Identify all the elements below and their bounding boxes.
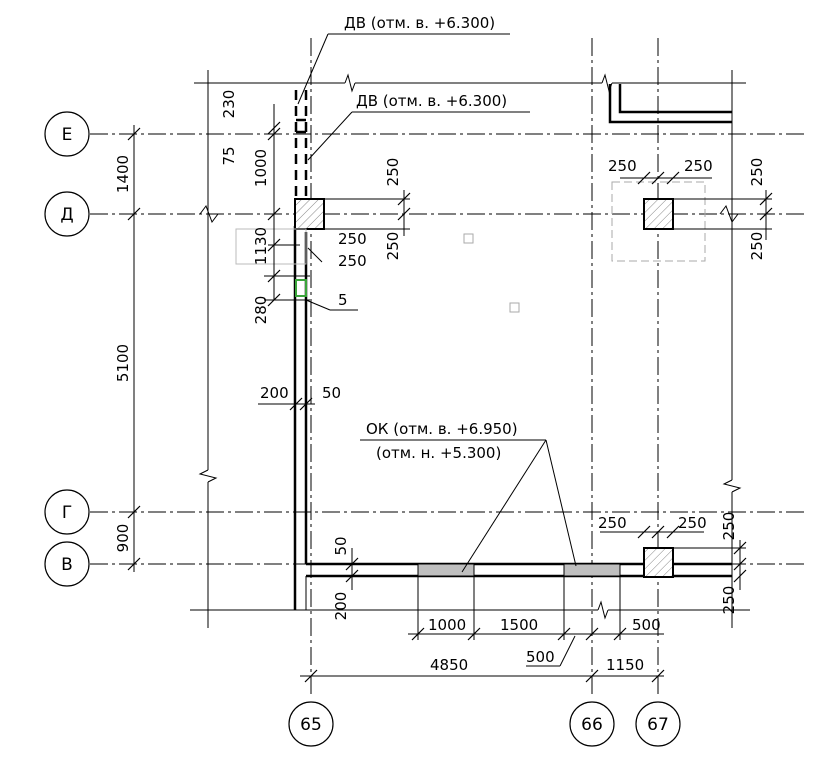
axis-bubble-E bbox=[44, 111, 90, 157]
top-right-wall bbox=[608, 84, 732, 124]
column-65-D bbox=[294, 198, 325, 230]
dim-1130: 1130 bbox=[252, 227, 270, 265]
green-marker bbox=[295, 279, 307, 297]
axis-label-65: 65 bbox=[300, 715, 322, 735]
column-67-D bbox=[643, 198, 674, 230]
bottom-dim-texts: 50 200 1000 1500 500 500 4850 1150 bbox=[332, 536, 661, 674]
dim-250-top-vert: 250 bbox=[384, 158, 402, 187]
dim-230: 230 bbox=[220, 90, 238, 119]
axis-bubbles: Е Д Г В 65 66 67 bbox=[44, 111, 681, 747]
dim-250-bot-vert: 250 bbox=[384, 232, 402, 261]
small-square-2 bbox=[509, 302, 520, 313]
axis-bubble-65 bbox=[288, 701, 334, 747]
axis-bubble-D bbox=[44, 191, 90, 237]
dim-500-leader: 500 bbox=[526, 648, 555, 666]
label-ok-line1: ОК (отм. в. +6.950) bbox=[366, 420, 518, 438]
dim-200-horiz: 200 bbox=[260, 384, 289, 402]
dim-250-67V-vert-2: 250 bbox=[720, 586, 738, 615]
leader-lines bbox=[297, 33, 577, 573]
dim-900: 900 bbox=[114, 524, 132, 553]
dim-5100: 5100 bbox=[114, 344, 132, 382]
dim-250-67V-right: 250 bbox=[678, 514, 707, 532]
dim-280: 280 bbox=[252, 296, 270, 325]
dim-250-67V-vert-1: 250 bbox=[720, 512, 738, 541]
dim-250-67D-right: 250 bbox=[684, 157, 713, 175]
small-square-1 bbox=[463, 233, 474, 244]
dim-1500-bottom: 1500 bbox=[500, 616, 538, 634]
dim-250-right-2: 250 bbox=[338, 252, 367, 270]
dim-250-67V-left: 250 bbox=[598, 514, 627, 532]
left-dim-texts: 1400 5100 900 230 75 1000 1130 280 200 5… bbox=[114, 90, 341, 553]
left-dimension-chain bbox=[127, 104, 315, 572]
dim-50-vert: 50 bbox=[332, 536, 350, 555]
dim-250-67D-left: 250 bbox=[608, 157, 637, 175]
label-dv-top: ДВ (отм. в. +6.300) bbox=[344, 14, 495, 32]
axis-bubble-G bbox=[44, 489, 90, 535]
right-dimension-ticks bbox=[324, 171, 773, 590]
axis-label-V: В bbox=[61, 555, 73, 575]
column-67-D-outline bbox=[611, 181, 706, 262]
dim-1000-bottom: 1000 bbox=[428, 616, 466, 634]
dim-75: 75 bbox=[220, 146, 238, 165]
column-67-V bbox=[643, 547, 674, 578]
axis-bubble-V bbox=[44, 541, 90, 587]
opening-2 bbox=[563, 563, 621, 577]
label-ok-line2: (отм. н. +5.300) bbox=[376, 444, 501, 462]
frame-lines bbox=[190, 70, 750, 628]
axis-bubble-67 bbox=[635, 701, 681, 747]
grid-lines bbox=[90, 38, 806, 698]
dim-250-67D-vert-2: 250 bbox=[748, 232, 766, 261]
mid-dim-texts: 250 250 250 250 bbox=[338, 158, 402, 270]
dim-4850: 4850 bbox=[430, 656, 468, 674]
axis-label-G: Г bbox=[62, 503, 72, 523]
dim-1150: 1150 bbox=[606, 656, 644, 674]
dim-250-right-1: 250 bbox=[338, 230, 367, 248]
dim-1400: 1400 bbox=[114, 155, 132, 193]
axis-label-67: 67 bbox=[647, 715, 669, 735]
annotation-labels: ДВ (отм. в. +6.300) ДВ (отм. в. +6.300) … bbox=[338, 14, 518, 462]
axis-label-E: Е bbox=[62, 125, 73, 145]
dim-250-67D-vert-1: 250 bbox=[748, 158, 766, 187]
hidden-outline bbox=[235, 228, 307, 265]
label-mark-5: 5 bbox=[338, 291, 348, 309]
dim-1000-vert: 1000 bbox=[252, 149, 270, 187]
axis-bubble-66 bbox=[569, 701, 615, 747]
dim-200-vert: 200 bbox=[332, 592, 350, 621]
axis-label-66: 66 bbox=[581, 715, 603, 735]
label-dv-second: ДВ (отм. в. +6.300) bbox=[356, 92, 507, 110]
right-dim-texts: 250 250 250 250 250 250 250 250 bbox=[598, 157, 766, 614]
axis-label-D: Д bbox=[60, 205, 73, 225]
dim-50-horiz: 50 bbox=[322, 384, 341, 402]
bottom-dimension-chain bbox=[300, 548, 665, 683]
dim-500-right: 500 bbox=[632, 616, 661, 634]
